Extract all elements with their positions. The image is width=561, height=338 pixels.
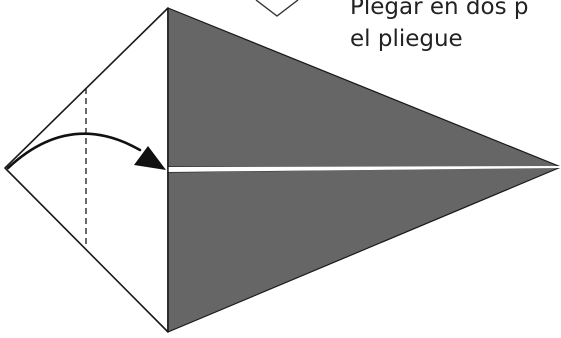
- corner-marker-icon: [255, 0, 299, 17]
- fold-arrow-head-icon: [134, 146, 166, 170]
- fold-instruction-caption: Plegar en dos p el pliegue: [350, 0, 561, 55]
- lower-shaded-flap: [167, 166, 561, 333]
- center-crease-line: [168, 166, 561, 172]
- fold-arrow-icon: [6, 132, 142, 170]
- caption-line-2: el pliegue: [350, 26, 463, 52]
- caption-line-1: Plegar en dos p: [350, 0, 529, 20]
